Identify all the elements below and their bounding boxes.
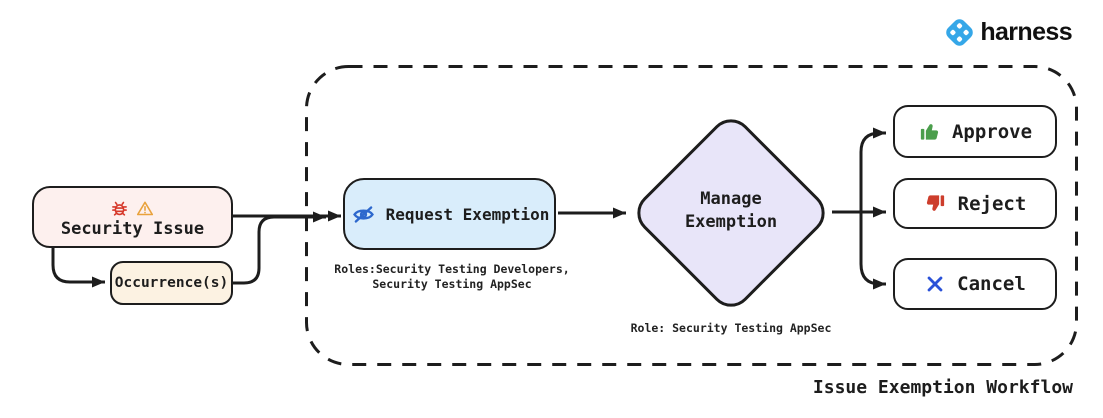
manage-exemption-role-note: Role: Security Testing AppSec [630, 321, 832, 335]
node-reject: Reject [893, 178, 1057, 229]
thumbs-up-icon [920, 124, 939, 140]
security-issue-icons [110, 198, 155, 218]
manage-exemption-diamond [637, 119, 825, 307]
reject-label: Reject [957, 192, 1027, 215]
cancel-label: Cancel [957, 273, 1026, 295]
workflow-title: Issue Exemption Workflow [812, 377, 1073, 398]
brand-wordmark: harness [980, 18, 1072, 46]
manage-exemption-label-line1: Manage [700, 189, 762, 209]
node-occurrences: Occurrence(s) [110, 261, 233, 305]
x-icon [927, 276, 943, 292]
connector-manage-to-approve [859, 127, 886, 212]
roles-note-line2: Security Testing AppSec [372, 276, 532, 291]
node-request-exemption: Request Exemption [343, 178, 556, 250]
manage-exemption-label-line2: Exemption [684, 212, 778, 232]
occurrences-label: Occurrence(s) [114, 275, 229, 291]
brand: harness [943, 16, 1073, 49]
connectors [51, 127, 886, 290]
connector-manage-to-cancel [859, 212, 886, 290]
connector-security-to-occurrences [51, 248, 105, 288]
request-exemption-label: Request Exemption [385, 204, 550, 224]
warning-icon [136, 201, 154, 215]
thumbs-down-icon [926, 195, 944, 211]
eye-slash-icon [352, 205, 374, 223]
request-exemption-roles-note: Roles:Security Testing Developers, Secur… [312, 262, 592, 291]
approve-label: Approve [951, 120, 1033, 143]
harness-logo-icon [946, 19, 974, 46]
security-issue-label: Security Issue [60, 219, 205, 239]
manage-exemption-label: Manage Exemption [631, 188, 831, 234]
node-security-issue: Security Issue [32, 186, 233, 248]
workflow-boundary [305, 65, 1078, 366]
roles-note-line1: Roles:Security Testing Developers, [334, 262, 570, 276]
connector-occurrences-to-request [233, 211, 326, 285]
bug-icon [112, 201, 127, 216]
node-approve: Approve [893, 105, 1057, 158]
node-cancel: Cancel [893, 258, 1057, 310]
